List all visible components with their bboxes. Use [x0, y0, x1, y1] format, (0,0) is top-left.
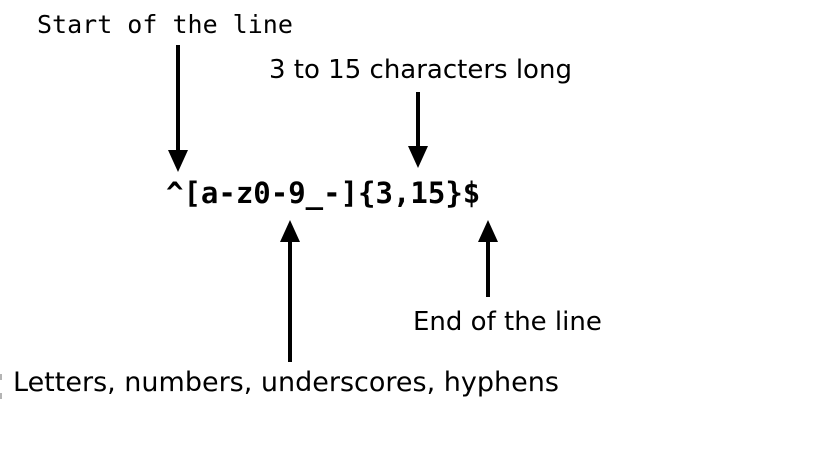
arrow-head-up-icon [478, 220, 498, 242]
charset-arrow-up [280, 220, 300, 362]
regex-pattern: ^[a-z0-9_-]{3,15}$ [166, 176, 481, 210]
start-of-line-label: Start of the line [37, 10, 293, 39]
charset-label: Letters, numbers, underscores, hyphens [13, 367, 559, 398]
arrow-head-down-icon [168, 150, 188, 172]
left-edge-artifact [0, 374, 2, 380]
start-of-line-arrow-down [168, 45, 188, 172]
end-of-line-label: End of the line [413, 307, 602, 337]
arrow-head-up-icon [280, 220, 300, 242]
arrow-shaft [416, 92, 420, 146]
left-edge-artifact [0, 393, 2, 399]
arrow-head-down-icon [408, 146, 428, 168]
arrow-shaft [176, 45, 180, 150]
length-arrow-down [408, 92, 428, 168]
arrow-shaft [288, 242, 292, 362]
end-of-line-arrow-up [478, 220, 498, 297]
length-label: 3 to 15 characters long [269, 55, 572, 85]
arrow-shaft [486, 242, 490, 297]
